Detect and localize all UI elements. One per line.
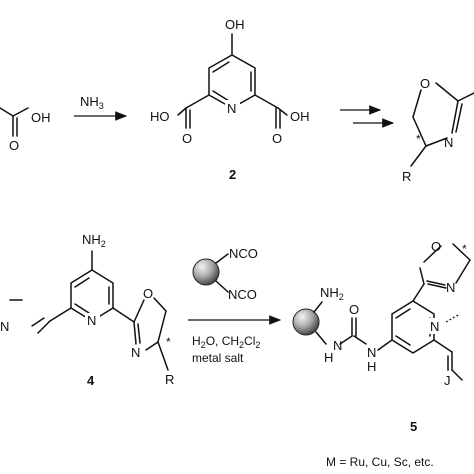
- compound-2: OH N HO O OH O 2: [150, 17, 310, 182]
- compound-4-number: 4: [87, 373, 95, 388]
- oxazoline-oxygen-label: O: [420, 76, 430, 91]
- r-group-label: R: [165, 372, 174, 387]
- stereocenter-star: *: [462, 242, 467, 256]
- oxazoline-nitrogen-label: N: [444, 135, 453, 150]
- compound-5-number: 5: [410, 419, 417, 434]
- polymer-bead-icon: [192, 258, 220, 286]
- urea-nh-left-label: HN: [324, 338, 342, 365]
- stereocenter-star: *: [166, 335, 171, 349]
- compound-1-fragment: OH O: [0, 107, 51, 153]
- conditions-solvents: H2O, CH2Cl2: [192, 334, 260, 350]
- bead-diisocyanate-reagent: NCO NCO: [192, 246, 258, 302]
- conditions-metal-salt: metal salt: [192, 351, 244, 365]
- acid-left-hydroxyl-label: HO: [150, 109, 170, 124]
- oxazoline-nitrogen-label: N: [131, 345, 140, 360]
- compound-3-fragment: O N * R: [402, 76, 474, 184]
- isocyanate-bottom-label: NCO: [228, 287, 257, 302]
- stereocenter-star: *: [416, 132, 421, 146]
- pyridine-nitrogen-label: N: [87, 313, 96, 328]
- acid-right-hydroxyl-label: OH: [290, 109, 310, 124]
- isocyanate-top-label: NCO: [229, 246, 258, 261]
- reaction-arrow-multistep: [340, 105, 395, 128]
- oxazoline-nitrogen-label: N: [446, 280, 455, 295]
- amino-label: NH2: [82, 232, 106, 249]
- acid-left-carbonyl-label: O: [182, 131, 192, 146]
- oxazoline-oxygen-label: O: [431, 239, 441, 254]
- hydroxyl-label: OH: [31, 110, 51, 125]
- reaction-arrow-2: H2O, CH2Cl2 metal salt: [188, 315, 282, 365]
- compound-4: NH2 N N O N * R 4: [0, 232, 174, 388]
- reaction-arrow-1: NH3: [74, 94, 128, 121]
- carbonyl-oxygen-label: O: [9, 138, 19, 153]
- urea-oxygen-label: O: [349, 302, 359, 317]
- hydroxyl-top-label: OH: [225, 17, 245, 32]
- left-oxazoline-nitrogen-label: N: [0, 319, 9, 334]
- amino-label: NH2: [320, 285, 344, 302]
- pyridine-nitrogen-label: N: [430, 319, 439, 334]
- acid-right-carbonyl-label: O: [272, 131, 282, 146]
- r-group-label: R: [402, 169, 411, 184]
- polymer-bead-icon: [292, 308, 320, 336]
- reagent-ammonia: NH3: [80, 94, 104, 111]
- compound-2-number: 2: [229, 167, 236, 182]
- pyridine-nitrogen-label: N: [227, 101, 236, 116]
- metal-legend: M = Ru, Cu, Sc, etc.: [326, 455, 434, 469]
- lower-fragment-label: J: [444, 373, 451, 388]
- oxazoline-oxygen-label: O: [143, 286, 153, 301]
